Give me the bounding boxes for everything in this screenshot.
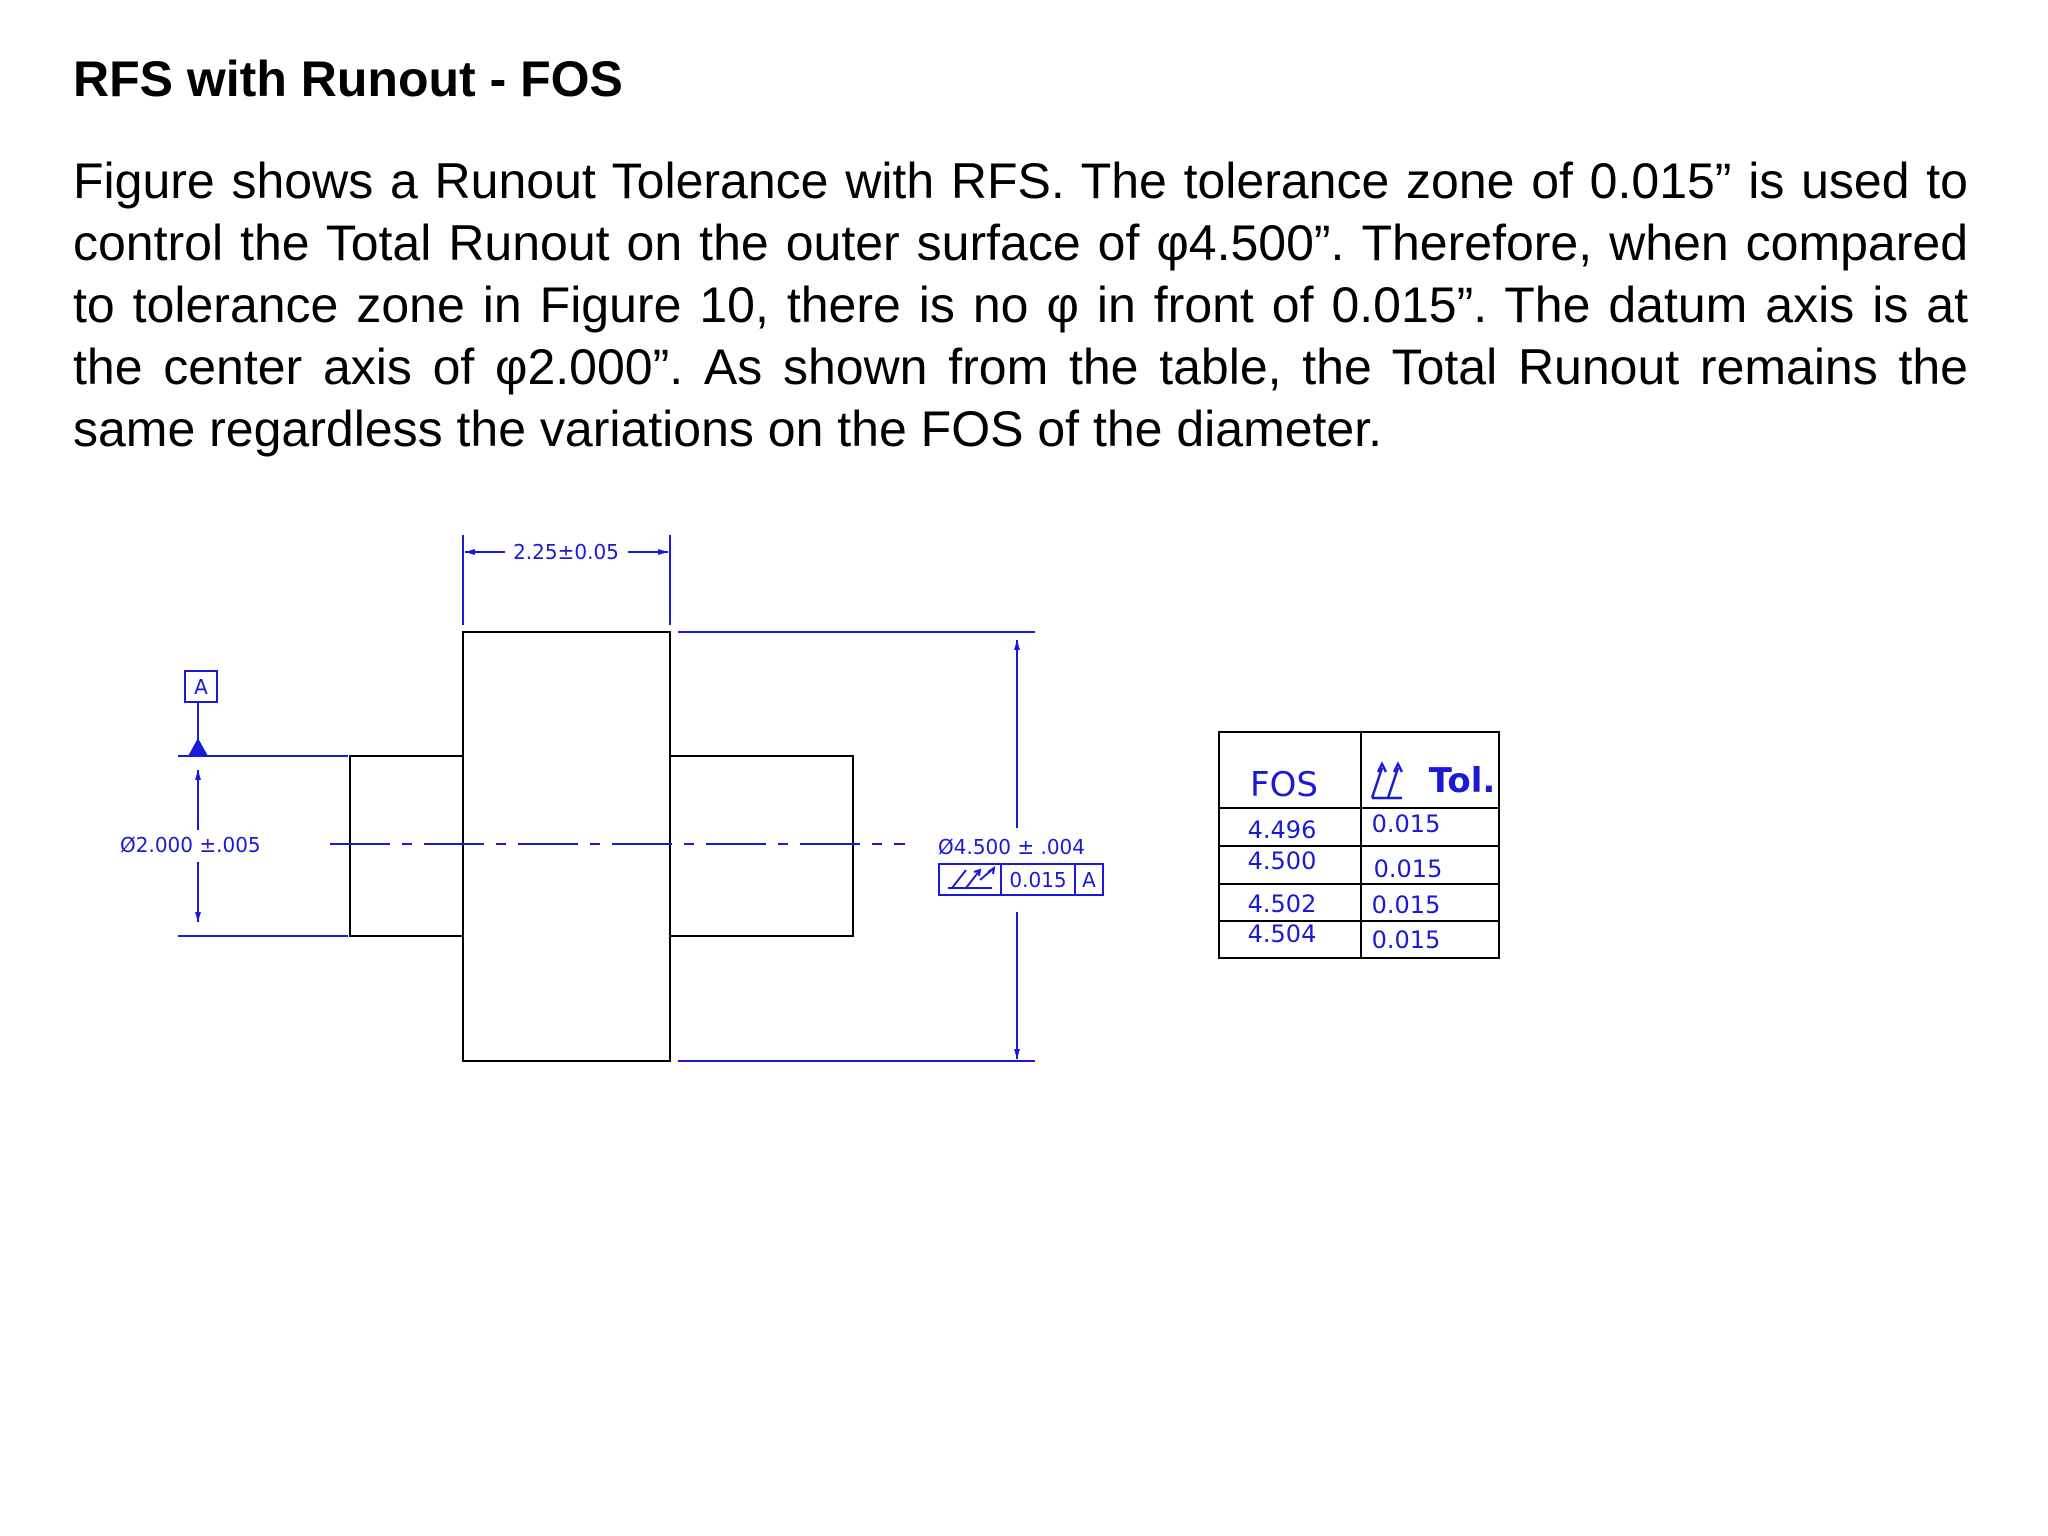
part-outline	[349, 631, 854, 1062]
large-dia-text: Ø4.500 ± .004	[938, 835, 1085, 859]
feature-control-frame	[938, 863, 1104, 896]
center-flange	[462, 631, 671, 1062]
tol-header: Tol.	[1429, 761, 1496, 801]
fos-cell: 4.500	[1248, 847, 1317, 875]
fcf-tolerance: 0.015	[1009, 868, 1066, 892]
length-dim-text: 2.25±0.05	[513, 540, 619, 564]
total-runout-icon	[1370, 761, 1404, 800]
small-dia-text: Ø2.000 ±.005	[120, 833, 261, 857]
datum-triangle	[188, 738, 208, 756]
tol-cell: 0.015	[1372, 810, 1441, 838]
fcf-datum: A	[1082, 868, 1096, 892]
datum-box	[184, 670, 218, 703]
datum-label: A	[194, 675, 208, 699]
tol-cell: 0.015	[1372, 891, 1441, 919]
fos-cell: 4.504	[1248, 920, 1317, 948]
fos-cell: 4.496	[1248, 816, 1317, 844]
tol-cell: 0.015	[1372, 926, 1441, 954]
slide-paragraph: Figure shows a Runout Tolerance with RFS…	[73, 153, 1968, 457]
fos-cell: 4.502	[1248, 890, 1317, 918]
small-dia-dimension	[178, 755, 348, 937]
right-shaft	[669, 755, 854, 937]
slide-title: RFS with Runout - FOS	[73, 51, 623, 107]
length-dimension	[462, 535, 671, 625]
fos-table: FOS Tol. 4.496 0.015 4.500 0.015 4.502 0…	[1218, 731, 1500, 959]
total-runout-icon	[948, 865, 996, 889]
large-dia-dimension	[678, 631, 1035, 1062]
fos-header: FOS	[1250, 765, 1318, 805]
tol-cell: 0.015	[1374, 855, 1443, 883]
left-shaft	[349, 755, 464, 937]
